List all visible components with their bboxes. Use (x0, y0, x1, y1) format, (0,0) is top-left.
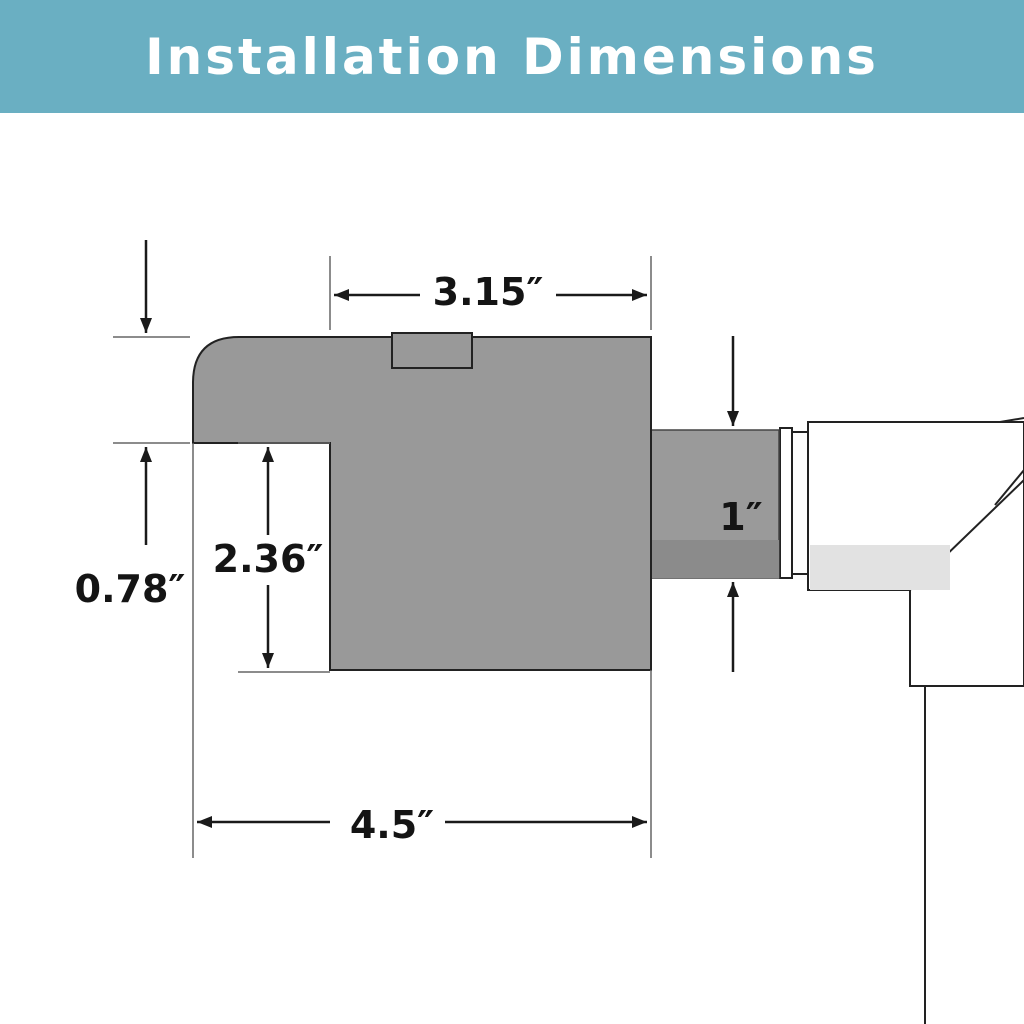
dimension-label-lip-height: 0.78″ (75, 567, 186, 611)
dimension-label-pipe-diameter: 1″ (719, 495, 762, 539)
page-title: Installation Dimensions (145, 27, 879, 86)
extension-lines (113, 256, 652, 858)
dimension-label-top-width: 3.15″ (433, 270, 544, 314)
title-banner: Installation Dimensions (0, 0, 1024, 113)
skimmer-body (192, 332, 652, 671)
dimension-label-total-width: 4.5″ (350, 803, 434, 847)
top-tab (391, 332, 473, 369)
pipe (650, 429, 780, 579)
pipe-fitting (779, 417, 1024, 1024)
dimension-arrows (140, 240, 739, 828)
dimension-label-opening-height: 2.36″ (213, 537, 324, 581)
